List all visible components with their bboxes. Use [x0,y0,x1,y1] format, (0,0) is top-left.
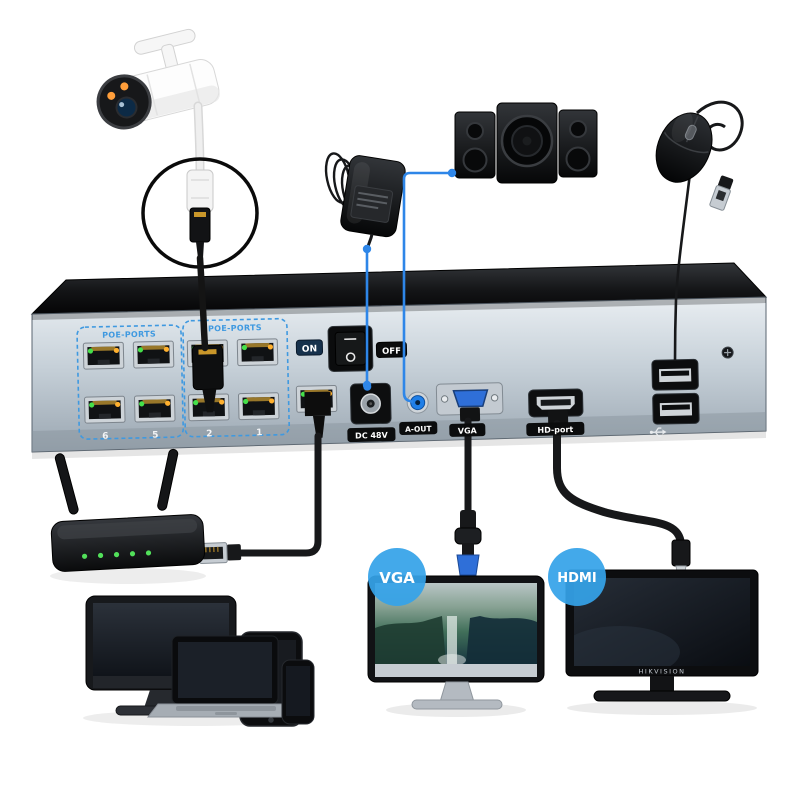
poe-port [132,340,175,369]
port-number: 1 [256,428,262,438]
nvr-bottom-band [32,412,766,452]
port-number: 2 [206,429,212,439]
poe-port [236,338,279,367]
ethernet-plug [198,542,242,564]
lan-port [295,384,338,438]
poe-port [133,394,176,423]
vga-connector [456,554,480,576]
power-adapter [324,152,406,390]
camera-ir-led [107,91,116,100]
camera-ir-led [120,82,129,91]
poe-port [82,341,125,370]
camera-cable-black [196,254,209,352]
connector-highlight [141,157,259,352]
router-antenna [157,448,179,511]
nvr-floor-shadow [32,431,766,459]
hdmi-badge-label: HDMI [557,571,596,586]
nvr [30,262,768,459]
vga-badge-label: VGA [379,569,415,587]
power-switch[interactable] [295,325,408,372]
nvr-top-shadow [32,297,766,320]
usb-icon [649,427,667,437]
hdmi-monitor-neck [650,676,674,691]
hdmi-monitor: HIKVISION HDMI [548,548,759,715]
security-camera [96,28,220,177]
router-led [97,552,104,559]
audio-cable-line [402,171,452,404]
poe-port [83,395,126,424]
audio-out-label: A-OUT [405,424,433,434]
poe-group-1-outline [76,324,185,440]
off-chip [375,341,408,358]
on-chip [295,339,324,356]
adapter-label [350,185,394,223]
smartphone [281,659,315,725]
screw-icon [721,346,734,359]
port-number: 5 [152,430,158,440]
router [50,448,206,584]
router-led [81,553,88,559]
laptop [146,635,304,718]
vga-badge [368,548,426,606]
router-led [129,551,136,557]
poe-group-1-label: POE-PORTS [102,330,156,340]
ethernet-cable [232,432,322,557]
hdmi-monitor-base [593,690,731,702]
switch-on-label: ON [302,344,317,354]
client-devices [83,595,315,727]
switch-off-label: OFF [382,346,401,356]
port-number: 6 [102,432,108,442]
rj45-coupler [186,169,214,258]
mouse-usb-plug [709,175,734,211]
audio-out-port [406,391,429,414]
vga-port-label: VGA [458,426,478,435]
router-antenna [54,453,79,515]
vga-monitor: VGA [367,548,545,717]
mouse-cable-line [673,147,695,362]
scroll-wheel [684,124,697,141]
usb-ports [649,358,700,437]
vga-monitor-stand [439,681,475,703]
hdmi-badge [548,548,606,606]
poe-group-2-label: POE-PORTS [208,323,262,333]
mouse [655,100,744,362]
poe-group-2-outline [182,317,291,438]
hdmi-port-label: HD-port [537,425,573,435]
speakers [402,102,598,404]
vga-cable [454,417,482,576]
vga-port [435,382,504,422]
hdmi-monitor-brand: HIKVISION [639,668,686,676]
nvr-panel-labels: POE-PORTS POE-PORTS 6 5 2 1 ON OFF DC 48… [102,323,585,443]
hdmi-port [528,388,584,425]
dc-port-label: DC 48V [355,431,389,441]
router-led [113,552,120,558]
dc-power-port [349,382,392,425]
router-led [145,550,152,556]
poe-port [237,392,280,421]
